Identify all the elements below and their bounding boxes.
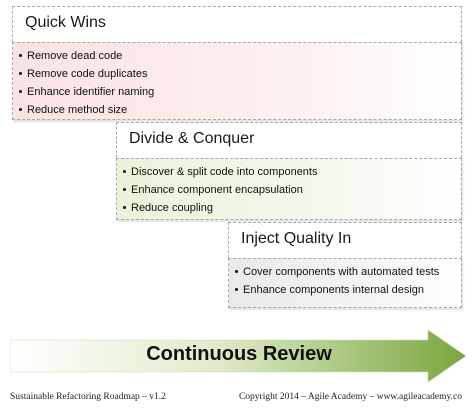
footer-copyright: Copyright 2014 – Agile Academy – www.agi… <box>238 392 462 402</box>
phase-title: Quick Wins <box>25 14 106 31</box>
phase-title: Divide & Conquer <box>129 130 255 147</box>
list-item: Remove code duplicates <box>19 65 461 83</box>
list-item-text: Reduce coupling <box>131 202 213 214</box>
list-item-text: Remove dead code <box>27 50 123 62</box>
phase-quick-wins: Quick Wins Remove dead code Remove code … <box>12 6 462 120</box>
list-item-text: Enhance component encapsulation <box>131 184 303 196</box>
list-item: Remove dead code <box>19 47 461 65</box>
arrow-shape <box>9 329 467 383</box>
bullet-icon <box>19 90 22 93</box>
continuous-review-arrow: Continuous Review <box>9 329 468 383</box>
bullet-icon <box>19 108 22 111</box>
phase-inject-quality-in: Inject Quality In Cover components with … <box>228 222 462 310</box>
phase-item-list: Cover components with automated tests En… <box>229 259 461 299</box>
list-item-text: Reduce method size <box>27 104 128 116</box>
bullet-icon <box>235 288 238 291</box>
footer-title: Sustainable Refactoring Roadmap – v1.2 <box>10 392 166 402</box>
list-item: Enhance identifier naming <box>19 83 461 101</box>
list-item-text: Enhance components internal design <box>243 284 425 296</box>
list-item-text: Discover & split code into components <box>131 166 318 178</box>
phase-body: Discover & split code into components En… <box>116 158 462 220</box>
phase-body: Remove dead code Remove code duplicates … <box>12 42 462 120</box>
bullet-icon <box>19 72 22 75</box>
list-item-text: Enhance identifier naming <box>27 86 155 98</box>
bullet-icon <box>123 188 126 191</box>
list-item: Enhance component encapsulation <box>123 181 461 199</box>
phase-item-list: Discover & split code into components En… <box>117 159 461 217</box>
phase-header: Inject Quality In <box>228 222 462 258</box>
list-item-text: Remove code duplicates <box>27 68 148 80</box>
phase-item-list: Remove dead code Remove code duplicates … <box>13 43 461 119</box>
bullet-icon <box>123 170 126 173</box>
phase-header: Quick Wins <box>12 6 462 42</box>
bullet-icon <box>235 270 238 273</box>
phase-title: Inject Quality In <box>241 230 352 247</box>
list-item: Discover & split code into components <box>123 163 461 181</box>
bullet-icon <box>19 54 22 57</box>
list-item: Reduce method size <box>19 101 461 119</box>
bullet-icon <box>123 206 126 209</box>
list-item: Enhance components internal design <box>235 281 461 299</box>
list-item: Cover components with automated tests <box>235 263 461 281</box>
list-item-text: Cover components with automated tests <box>243 266 440 278</box>
list-item: Reduce coupling <box>123 199 461 217</box>
phase-header: Divide & Conquer <box>116 122 462 158</box>
phase-divide-and-conquer: Divide & Conquer Discover & split code i… <box>116 122 462 220</box>
arrow-label: Continuous Review <box>146 343 332 365</box>
phase-body: Cover components with automated tests En… <box>228 258 462 308</box>
